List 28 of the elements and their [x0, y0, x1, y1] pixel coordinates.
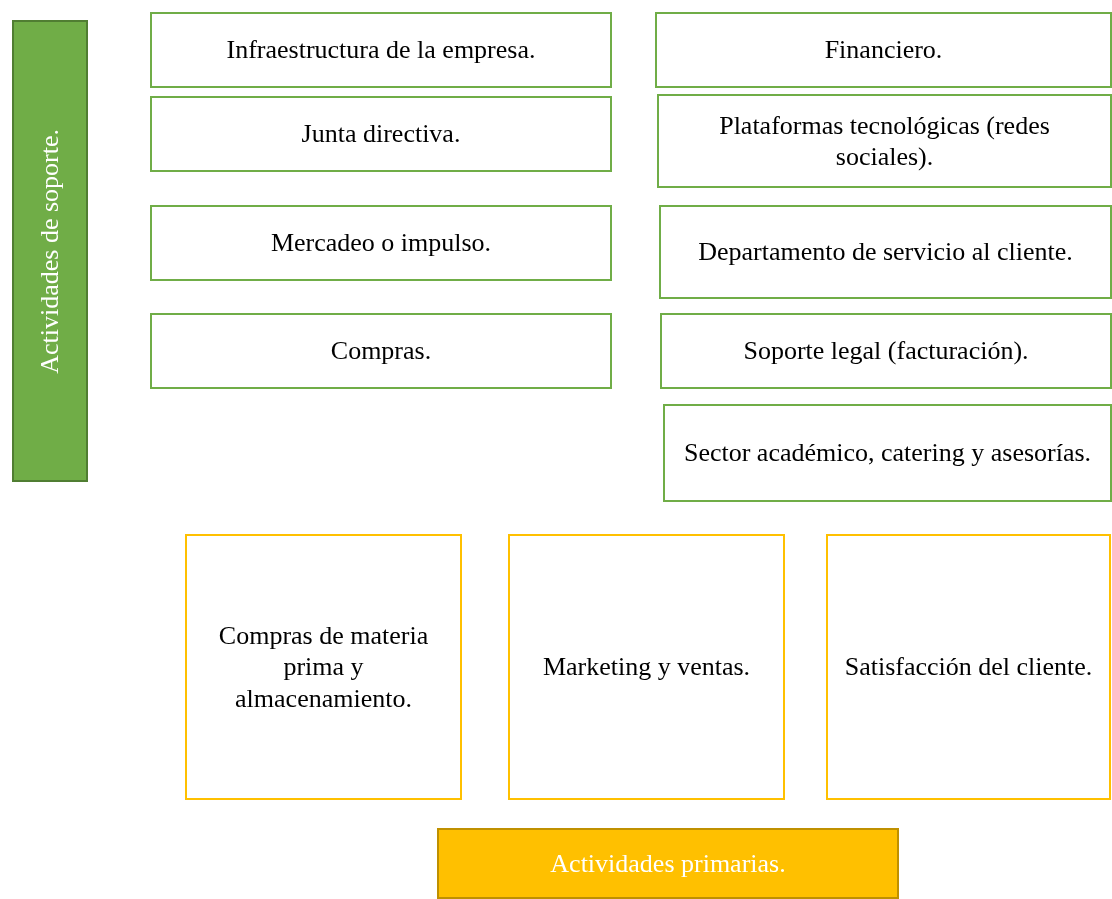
- primary-activity-box: [185, 534, 462, 800]
- box-text: Sector académico, catering y asesorías.: [682, 437, 1093, 469]
- box-text: Marketing y ventas.: [541, 651, 752, 683]
- support-activities-band: [12, 20, 88, 482]
- support-activity-box: [660, 313, 1112, 389]
- box-text: Compras de materia prima y almacenamiento.: [217, 620, 430, 714]
- box-text: Mercadeo o impulso.: [269, 227, 493, 259]
- box-text: Actividades primarias.: [549, 847, 787, 880]
- box-text: Financiero.: [823, 34, 944, 66]
- box-text: Junta directiva.: [300, 118, 462, 150]
- support-activity-box: [659, 205, 1112, 299]
- support-activity-box: [663, 404, 1112, 502]
- support-activity-box: [150, 12, 612, 88]
- box-text: Actividades de soporte.: [34, 128, 66, 374]
- primary-activity-box: [508, 534, 785, 800]
- support-activity-box: [150, 313, 612, 389]
- box-text: Infraestructura de la empresa.: [225, 34, 537, 66]
- box-text: Departamento de servicio al cliente.: [697, 236, 1074, 268]
- primary-activities-band: [437, 828, 899, 899]
- box-text: Plataformas tecnológicas (redes sociales).: [718, 109, 1051, 173]
- primary-activity-box: [826, 534, 1111, 800]
- box-text: Soporte legal (facturación).: [742, 335, 1030, 367]
- box-text: Satisfacción del cliente.: [843, 651, 1094, 683]
- support-activity-box: [655, 12, 1112, 88]
- support-activity-box: [150, 205, 612, 281]
- box-text: Compras.: [329, 335, 433, 367]
- support-activity-box: [150, 96, 612, 172]
- support-activity-box: [657, 94, 1112, 188]
